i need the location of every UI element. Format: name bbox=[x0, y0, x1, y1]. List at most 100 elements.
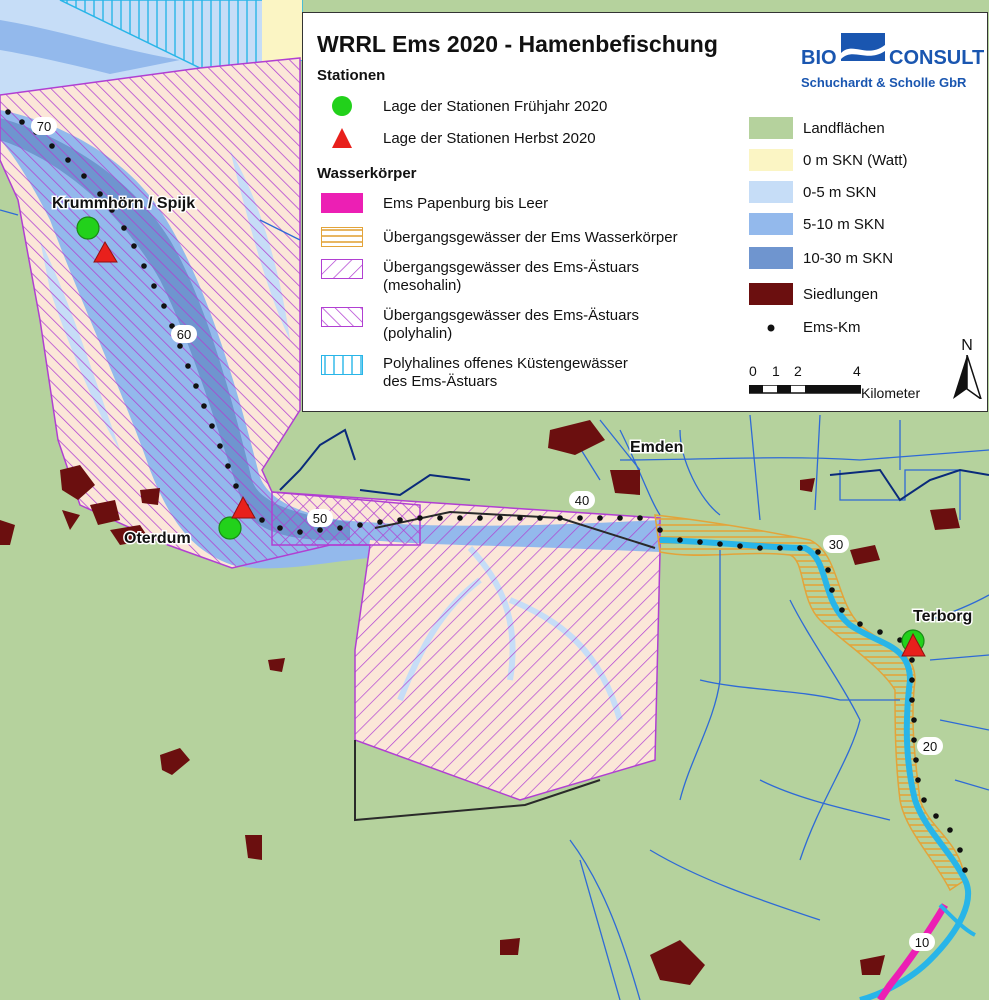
station-autumn-krummhoern[interactable] bbox=[93, 240, 118, 263]
ems-km-dot bbox=[777, 545, 783, 551]
ems-km-dot bbox=[911, 737, 917, 743]
legend-wb-cyan: Polyhalines offenes Küstengewässer des E… bbox=[317, 355, 628, 391]
km-label: 10 bbox=[915, 935, 929, 950]
settlements bbox=[0, 420, 960, 985]
station-autumn-oterdum[interactable] bbox=[231, 495, 256, 519]
station-spring-krummhoern[interactable] bbox=[76, 216, 100, 240]
legend-landcover-watt: 0 m SKN (Watt) bbox=[749, 149, 907, 171]
ems-km-dot bbox=[437, 515, 443, 521]
ems-km-dot bbox=[65, 157, 71, 163]
ems-km-dot bbox=[209, 423, 215, 429]
legend-wb-poly: Übergangsgewässer des Ems-Ästuars (polyh… bbox=[317, 307, 639, 343]
place-label-terborg: Terborg bbox=[913, 608, 972, 625]
ems-km-dot bbox=[637, 515, 643, 521]
km-label: 60 bbox=[177, 327, 191, 342]
ems-km-dot bbox=[697, 539, 703, 545]
ems-km-dot bbox=[962, 867, 968, 873]
north-arrow: N bbox=[949, 337, 985, 403]
station-autumn-terborg[interactable] bbox=[901, 632, 926, 657]
ems-km-dot bbox=[357, 522, 363, 528]
scale-tick-4: 4 bbox=[853, 363, 861, 379]
legend-landcover-5-10-label: 5-10 m SKN bbox=[803, 215, 885, 233]
ems-river-orange-zone bbox=[654, 514, 966, 892]
ems-km-dot bbox=[737, 543, 743, 549]
ems-km-dot bbox=[225, 463, 231, 469]
ems-km-dot bbox=[657, 527, 663, 533]
ems-km-dot bbox=[177, 343, 183, 349]
ems-km-dot bbox=[897, 637, 903, 643]
ems-km-dot bbox=[109, 207, 115, 213]
legend-landcover-0-5: 0-5 m SKN bbox=[749, 181, 876, 203]
ems-km-dot bbox=[169, 323, 175, 329]
legend-wb-meso-label2: (mesohalin) bbox=[383, 277, 462, 294]
scale-unit-label: Kilometer bbox=[861, 385, 921, 401]
ems-km-dot bbox=[377, 519, 383, 525]
ems-km-dot bbox=[233, 483, 239, 489]
legend-ems-km-label: Ems-Km bbox=[803, 319, 861, 336]
scale-bar-graphic bbox=[749, 385, 861, 394]
km-label: 30 bbox=[829, 537, 843, 552]
ems-km-dot bbox=[933, 813, 939, 819]
ems-km-dot bbox=[829, 587, 835, 593]
coastal-sea-deep bbox=[0, 20, 180, 74]
legend-wb-cyan-label: Polyhalines offenes Küstengewässer bbox=[383, 355, 628, 372]
scale-tick-2: 2 bbox=[794, 363, 802, 379]
north-arrow-icon bbox=[953, 354, 983, 401]
legend-ems-km: Ems-Km bbox=[749, 319, 861, 336]
legend-wb-poly-label2: (polyhalin) bbox=[383, 325, 453, 342]
legend-landcover-5-10: 5-10 m SKN bbox=[749, 213, 885, 235]
km-label-bg bbox=[307, 509, 333, 527]
ems-km-dot bbox=[97, 191, 103, 197]
scale-tick-0: 0 bbox=[749, 363, 757, 379]
legend-station-spring-label: Lage der Stationen Frühjahr 2020 bbox=[383, 97, 608, 115]
magenta-swatch-icon bbox=[321, 193, 363, 213]
legend-landcover-land: Landflächen bbox=[749, 117, 885, 139]
ems-km-dot bbox=[477, 515, 483, 521]
legend-station-autumn: Lage der Stationen Herbst 2020 bbox=[317, 125, 596, 151]
ems-km-dot bbox=[317, 527, 323, 533]
ems-km-dot bbox=[947, 827, 953, 833]
legend-wb-orange-label: Übergangsgewässer der Ems Wasserkörper bbox=[383, 228, 678, 246]
north-label: N bbox=[961, 337, 973, 354]
ems-km-dot bbox=[957, 847, 963, 853]
legend-wb-magenta-label: Ems Papenburg bis Leer bbox=[383, 194, 549, 212]
km-label-bg bbox=[909, 933, 935, 951]
legend-waterbodies-heading: Wasserkörper bbox=[317, 165, 417, 182]
admin-border bbox=[279, 428, 989, 502]
ems-km-dot bbox=[839, 607, 845, 613]
dike-line bbox=[354, 740, 601, 822]
km-label-bg bbox=[171, 325, 197, 343]
ems-km-dot bbox=[909, 677, 915, 683]
ems-km-dot bbox=[337, 525, 343, 531]
scale-tick-1: 1 bbox=[772, 363, 780, 379]
ems-km-dot bbox=[457, 515, 463, 521]
place-label-krummhoern: Krummhörn / Spijk bbox=[52, 195, 195, 212]
ems-km-dot bbox=[921, 797, 927, 803]
logo-text-sub: Schuchardt & Scholle GbR bbox=[801, 75, 967, 90]
ems-km-dot bbox=[857, 621, 863, 627]
legend-landcover-10-30-label: 10-30 m SKN bbox=[803, 249, 894, 267]
legend-stations-heading: Stationen bbox=[317, 67, 386, 84]
ems-km-dot bbox=[81, 173, 87, 179]
map-title: WRRL Ems 2020 - Hamenbefischung bbox=[317, 31, 718, 57]
ems-km-dot bbox=[185, 363, 191, 369]
ems-km-dot bbox=[597, 515, 603, 521]
legend-landcover-watt-label: 0 m SKN (Watt) bbox=[803, 151, 908, 169]
ems-km-dot bbox=[825, 567, 831, 573]
ems-km-dot bbox=[161, 303, 167, 309]
bioconsult-logo: BIO CONSULT Schuchardt & Scholle GbR bbox=[801, 27, 985, 95]
ems-km-dot bbox=[141, 263, 147, 269]
km-label: 70 bbox=[37, 119, 51, 134]
ems-river-line bbox=[659, 537, 972, 1000]
shallow-swatch-icon bbox=[749, 181, 793, 203]
ems-km-dot bbox=[617, 515, 623, 521]
logo-text-consult: CONSULT bbox=[889, 47, 985, 69]
station-spring-oterdum[interactable] bbox=[218, 516, 242, 540]
legend-wb-meso: Übergangsgewässer des Ems-Ästuars (mesoh… bbox=[317, 259, 639, 295]
green-circle-icon bbox=[317, 93, 367, 119]
mid-swatch-icon bbox=[749, 213, 793, 235]
legend-wb-magenta: Ems Papenburg bis Leer bbox=[317, 193, 548, 213]
ems-km-dot bbox=[19, 119, 25, 125]
legend-landcover-settlements: Siedlungen bbox=[749, 283, 878, 305]
